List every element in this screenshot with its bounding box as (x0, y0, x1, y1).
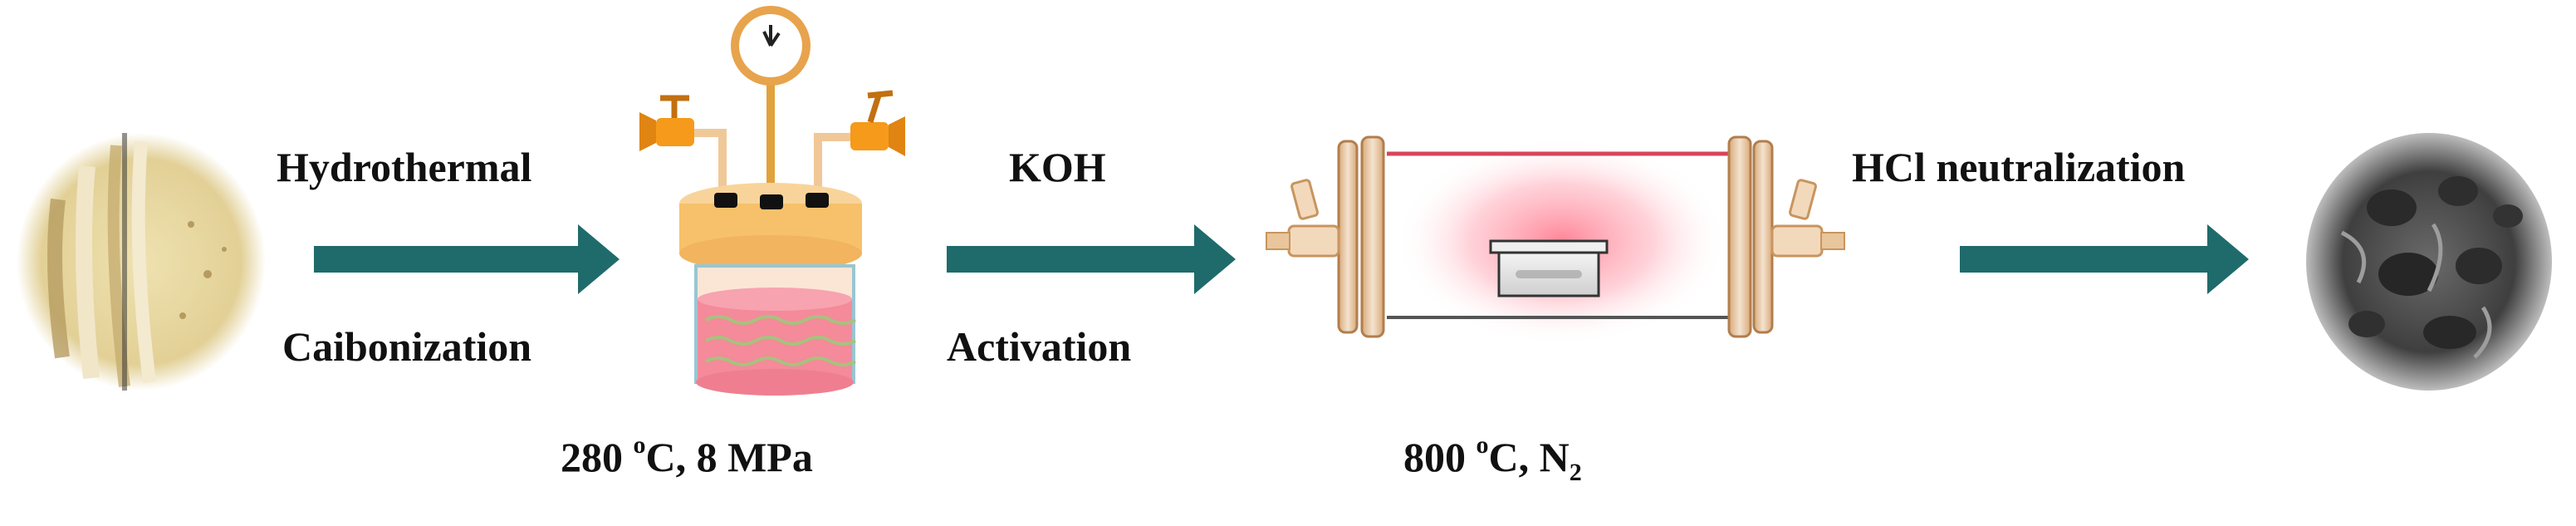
porous-carbon-image (2306, 133, 2552, 391)
step3-top-label: HCl neutralization (1852, 144, 2186, 190)
outlet-fitting-icon (1770, 179, 1845, 258)
reactor-temp-value: 280 (561, 434, 623, 480)
tube-furnace (1266, 135, 1845, 345)
raw-biomass-image (17, 133, 266, 391)
inlet-fitting-icon (1266, 179, 1340, 258)
step2-top-label: KOH (1009, 144, 1106, 190)
step1-bottom-label: Caibonization (282, 323, 532, 370)
arrow-2 (947, 224, 1236, 294)
step1-top-label: Hydrothermal (277, 144, 532, 190)
hydrothermal-reactor (639, 6, 905, 396)
furnace-n2-subscript: 2 (1569, 459, 1582, 486)
step2-bottom-label: Activation (947, 323, 1132, 370)
arrow-1 (314, 224, 620, 294)
valve-left-icon (639, 95, 694, 151)
reactor-condition-rest: C, 8 MPa (645, 434, 813, 480)
furnace-condition-rest: C, N (1488, 434, 1570, 480)
sample-boat-icon (1489, 239, 1609, 297)
reactor-degree-sup: o (633, 431, 646, 460)
arrow-3 (1960, 224, 2249, 294)
furnace-temp-value: 800 (1403, 434, 1466, 480)
furnace-degree-sup: o (1476, 431, 1489, 460)
furnace-condition-label: 800 oC, N2 (1403, 433, 1582, 485)
reactor-condition-label: 280 oC, 8 MPa (561, 433, 813, 480)
valve-right-icon (850, 90, 905, 156)
